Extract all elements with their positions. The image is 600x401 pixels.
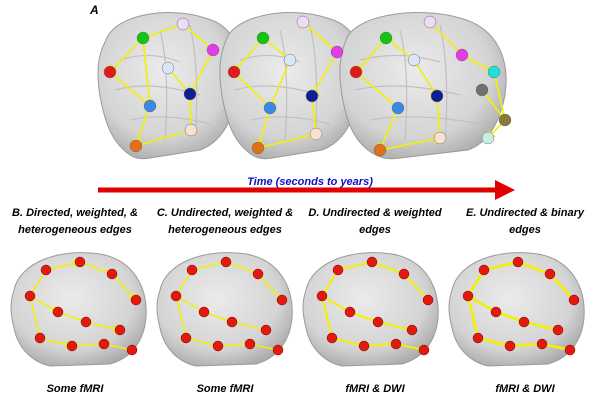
panel-a-nodes-1 (103, 17, 220, 153)
node-red (227, 65, 241, 79)
node-peach (309, 127, 323, 141)
node-lavender (423, 15, 437, 29)
node-lightblue (407, 53, 421, 67)
panel-e-title: E. Undirected & binary edges (466, 207, 584, 236)
panel-a-nodes-3 (349, 15, 512, 157)
node-cyan (487, 65, 501, 79)
panel-b-title: B. Directed, weighted, & heterogeneous e… (12, 207, 138, 236)
node-lavender (296, 15, 310, 29)
node-red (349, 65, 363, 79)
panel-e-caption: fMRI & DWI (495, 383, 555, 395)
node-magenta (206, 43, 220, 57)
panel-d-caption: fMRI & DWI (345, 383, 405, 395)
panel-c-title: C. Undirected, weighted & heterogeneous … (156, 207, 294, 236)
panel-c-nodes (170, 256, 288, 356)
node-lightblue (161, 61, 175, 75)
node-blue (143, 99, 157, 113)
node-orange (251, 141, 265, 155)
panel-a-brain-3 (339, 12, 507, 160)
node-blue (391, 101, 405, 115)
node-lightblue (283, 53, 297, 67)
node-magenta (455, 48, 469, 62)
node-lavender (176, 17, 190, 31)
panel-b-caption: Some fMRI (46, 383, 104, 395)
node-navy (183, 87, 197, 101)
panel-d-title: D. Undirected & weighted edges (308, 207, 442, 236)
panel-a-brain-2 (219, 12, 364, 160)
time-axis-label: Time (seconds to years) (247, 176, 373, 188)
node-peach (433, 131, 447, 145)
node-blue (263, 101, 277, 115)
panel-c-caption: Some fMRI (196, 383, 254, 395)
node-navy (305, 89, 319, 103)
node-peach (184, 123, 198, 137)
node-magenta (330, 45, 344, 59)
node-green (379, 31, 393, 45)
node-green (256, 31, 270, 45)
panel-a-brain-1 (97, 12, 242, 160)
node-mint (481, 131, 495, 145)
node-green (136, 31, 150, 45)
node-olive (498, 113, 512, 127)
panel-e-nodes (462, 256, 580, 356)
panel-a-nodes-2 (227, 15, 344, 155)
panel-b-nodes (24, 256, 142, 356)
node-orange (373, 143, 387, 157)
panel-a-label: A (90, 3, 99, 17)
node-red (103, 65, 117, 79)
node-orange (129, 139, 143, 153)
panel-d-nodes (316, 256, 434, 356)
node-gray (475, 83, 489, 97)
node-navy (430, 89, 444, 103)
